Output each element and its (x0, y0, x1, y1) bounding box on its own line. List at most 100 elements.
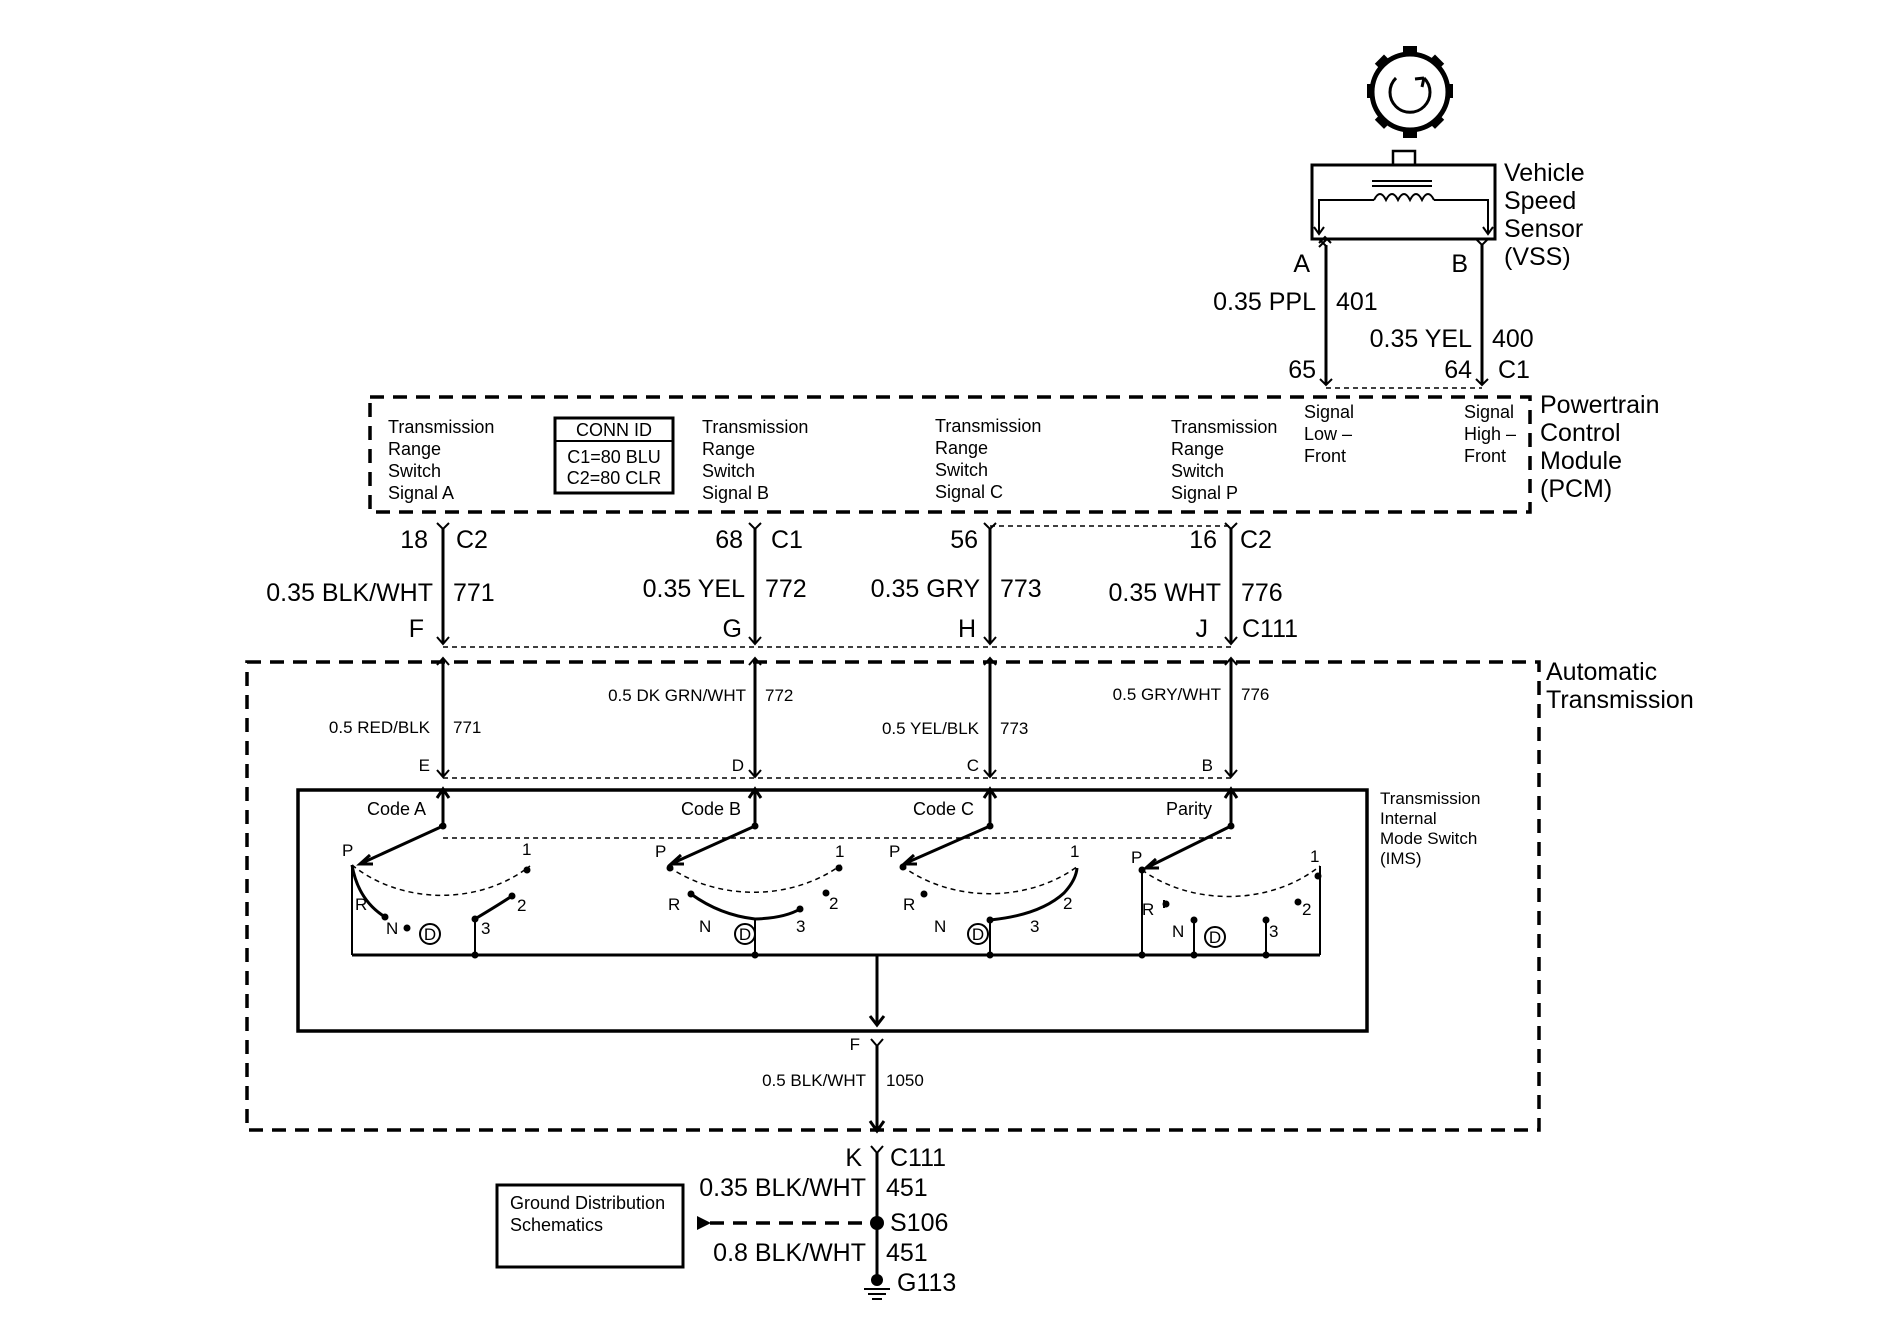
trans-wire-1-circuit: 771 (453, 718, 481, 737)
trans-wire-2-circuit: 772 (765, 686, 793, 705)
harness-3-c111-pin: H (958, 615, 976, 643)
conn-id-title: CONN ID (576, 420, 652, 440)
svg-text:P: P (889, 842, 900, 861)
reference-arrow-icon (697, 1216, 711, 1230)
vss-wire-a-gauge-color: 0.35 PPL (1213, 288, 1316, 316)
harness-4-c111-pin: J (1196, 615, 1209, 643)
svg-text:Signal: Signal (1464, 402, 1514, 422)
svg-text:Range: Range (388, 439, 441, 459)
svg-text:1: 1 (835, 842, 844, 861)
conn-id-box: CONN ID C1=80 BLU C2=80 CLR (553, 416, 675, 495)
svg-text:Transmission: Transmission (388, 417, 494, 437)
trans-wire-4-circuit: 776 (1241, 685, 1269, 704)
pcm-title-line2: Control (1540, 419, 1621, 447)
pcm-signal-b-label: Transmission Range Switch Signal B (702, 417, 808, 503)
svg-text:Switch: Switch (702, 461, 755, 481)
harness-4-gauge-color: 0.35 WHT (1108, 579, 1221, 607)
ground-reference-line1: Ground Distribution (510, 1193, 665, 1213)
svg-text:D: D (739, 925, 751, 944)
vss-pin-a: A (1293, 250, 1310, 278)
harness-4-pcm-conn: C2 (1240, 526, 1272, 554)
ims-pin-c: C (967, 756, 979, 775)
harness-1-circuit: 771 (453, 579, 495, 607)
transmission-title-line1: Automatic (1546, 658, 1657, 686)
trans-wire-4-gauge: 0.5 GRY/WHT (1113, 685, 1221, 704)
ims-switch-parity: Parity P (1131, 786, 1322, 959)
svg-text:R: R (355, 895, 367, 914)
trans-wire-1-gauge: 0.5 RED/BLK (329, 718, 431, 737)
pcm-module: Powertrain Control Module (PCM) CONN ID … (368, 391, 1660, 514)
svg-text:Range: Range (702, 439, 755, 459)
ims-title-line1: Transmission (1380, 789, 1480, 808)
svg-text:3: 3 (1030, 917, 1039, 936)
transmission-title-line2: Transmission (1546, 686, 1694, 714)
conn-id-line2: C2=80 CLR (567, 468, 662, 488)
trans-wire-2-gauge: 0.5 DK GRN/WHT (608, 686, 746, 705)
ground-distribution-reference: Ground Distribution Schematics (495, 1183, 685, 1269)
ims-ground-gauge: 0.5 BLK/WHT (762, 1071, 866, 1090)
svg-text:P: P (1131, 848, 1142, 867)
harness-3-circuit: 773 (1000, 575, 1042, 603)
svg-text:D: D (1209, 928, 1221, 947)
pcm-signal-a-label: Transmission Range Switch Signal A (388, 417, 494, 503)
pcm-signal-high-front-label: Signal High – Front (1464, 402, 1516, 466)
pcm-connector-c1: C1 (1498, 356, 1530, 384)
svg-text:N: N (1172, 922, 1184, 941)
vss-pin-b: B (1451, 250, 1468, 278)
harness-4-pcm-pin: 16 (1189, 526, 1217, 554)
svg-text:1: 1 (1310, 847, 1319, 866)
svg-text:Code C: Code C (913, 799, 974, 819)
svg-text:2: 2 (1063, 894, 1072, 913)
vss-title-line3: Sensor (1504, 215, 1583, 243)
svg-text:Front: Front (1304, 446, 1346, 466)
splice-s106-dot (870, 1216, 884, 1230)
svg-text:Front: Front (1464, 446, 1506, 466)
ground-wire1-gauge: 0.35 BLK/WHT (699, 1174, 866, 1202)
ims-pin-d: D (732, 756, 744, 775)
vss-title-line1: Vehicle (1504, 159, 1585, 187)
ims-title-line4: (IMS) (1380, 849, 1422, 868)
svg-text:Signal P: Signal P (1171, 483, 1238, 503)
svg-text:N: N (934, 917, 946, 936)
pcm-signal-c-label: Transmission Range Switch Signal C (935, 416, 1041, 502)
ims-switch-code-b: Code B P R N D 3 (655, 786, 844, 959)
ground-wire2-gauge: 0.8 BLK/WHT (713, 1239, 866, 1267)
pcm-pin-64: 64 (1444, 356, 1472, 384)
svg-text:N: N (386, 919, 398, 938)
vss-title-line4: (VSS) (1504, 243, 1571, 271)
ims-title-line2: Internal (1380, 809, 1437, 828)
harness-2-c111-pin: G (723, 615, 742, 643)
harness-1-pcm-conn: C2 (456, 526, 488, 554)
svg-text:Code A: Code A (367, 799, 426, 819)
harness-3-gauge-color: 0.35 GRY (871, 575, 981, 603)
ground-wire1-circuit: 451 (886, 1174, 928, 1202)
svg-text:D: D (424, 925, 436, 944)
ground-symbol-icon (864, 1274, 890, 1300)
svg-text:Code B: Code B (681, 799, 741, 819)
harness-1-c111-pin: F (409, 615, 424, 643)
ims-pin-b: B (1202, 756, 1213, 775)
ground-circuit: K C111 0.35 BLK/WHT 451 S106 0.8 BLK/WHT… (495, 1144, 956, 1300)
svg-text:1: 1 (522, 840, 531, 859)
harness-4-circuit: 776 (1241, 579, 1283, 607)
pcm-pin-65: 65 (1288, 356, 1316, 384)
svg-text:Switch: Switch (935, 460, 988, 480)
pcm-to-c111-harness: 18 C2 0.35 BLK/WHT 771 F 68 C1 0.35 YEL … (266, 522, 1298, 648)
vss-wiring: A B 0.35 PPL 401 0.35 YEL 400 65 64 C1 (1213, 235, 1534, 389)
svg-text:Signal: Signal (1304, 402, 1354, 422)
vss-wire-b-gauge-color: 0.35 YEL (1370, 325, 1473, 353)
svg-text:Transmission: Transmission (702, 417, 808, 437)
svg-text:R: R (668, 895, 680, 914)
svg-text:Switch: Switch (1171, 461, 1224, 481)
c111-connector-label: C111 (1242, 615, 1298, 643)
conn-id-line1: C1=80 BLU (567, 447, 661, 467)
svg-text:Parity: Parity (1166, 799, 1212, 819)
pcm-signal-low-front-label: Signal Low – Front (1304, 402, 1354, 466)
harness-2-pcm-conn: C1 (771, 526, 803, 554)
harness-2-pcm-pin: 68 (715, 526, 743, 554)
pcm-title-line1: Powertrain (1540, 391, 1660, 419)
harness-1-gauge-color: 0.35 BLK/WHT (266, 579, 433, 607)
svg-text:Signal A: Signal A (388, 483, 454, 503)
pcm-title-line3: Module (1540, 447, 1622, 475)
automatic-transmission: Automatic Transmission 0.5 RED/BLK 771 0… (245, 656, 1694, 1134)
